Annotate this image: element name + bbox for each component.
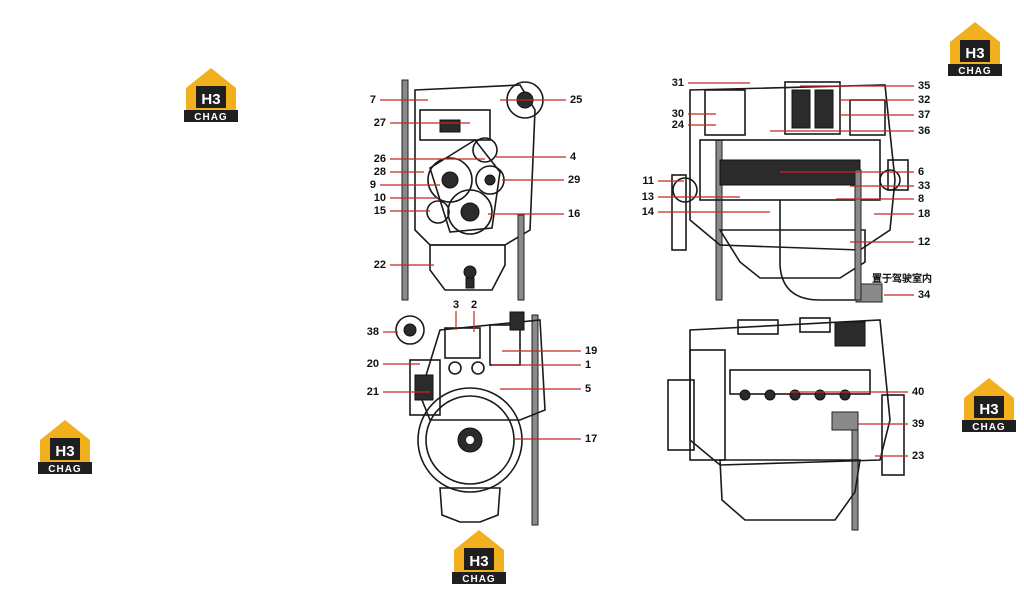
callout-label-front-28: 28 <box>374 166 386 178</box>
callout-label-right-18: 18 <box>918 208 930 220</box>
callout-label-right-34: 34 <box>918 289 931 301</box>
callout-label-front-29: 29 <box>568 174 580 186</box>
callout-label-right-8: 8 <box>918 193 924 205</box>
callout-label-right-35: 35 <box>918 80 930 92</box>
callout-label-right-36: 36 <box>918 125 930 137</box>
callout-label-right-24: 24 <box>672 119 685 131</box>
watermark-mark: H3 <box>55 443 74 460</box>
callout-label-right-30: 30 <box>672 108 684 120</box>
watermark-mark: H3 <box>979 401 998 418</box>
callout-label-rear-1: 1 <box>585 359 591 371</box>
callout-label-right-11: 11 <box>642 175 654 187</box>
callout-label-front-7: 7 <box>370 94 376 106</box>
watermark-word: CHAG <box>958 66 991 77</box>
callout-label-front-22: 22 <box>374 259 386 271</box>
callout-label-front-4: 4 <box>570 151 577 163</box>
rear-view-engine <box>395 311 546 526</box>
callout-label-rear-5: 5 <box>585 383 591 395</box>
callout-label-rear-3: 3 <box>453 299 459 311</box>
callout-label-right-14: 14 <box>642 206 655 218</box>
callout-label-right-33: 33 <box>918 180 930 192</box>
cab-location-note: 置于驾驶室内 <box>872 272 932 285</box>
callout-label-front-10: 10 <box>374 192 386 204</box>
watermark-mark: H3 <box>965 45 984 62</box>
callout-label-rear-21: 21 <box>367 386 379 398</box>
callout-label-left-23: 23 <box>912 450 924 462</box>
callout-label-left-39: 39 <box>912 418 924 430</box>
watermark-word: CHAG <box>972 422 1005 433</box>
callout-label-rear-2: 2 <box>471 299 477 311</box>
callout-label-left-40: 40 <box>912 386 924 398</box>
callout-label-right-6: 6 <box>918 166 924 178</box>
callout-label-right-31: 31 <box>672 77 684 89</box>
callout-label-right-13: 13 <box>642 191 654 203</box>
watermark-mark: H3 <box>201 91 220 108</box>
watermark-word: CHAG <box>48 464 81 475</box>
callout-label-front-16: 16 <box>568 208 580 220</box>
callout-label-rear-20: 20 <box>367 358 379 370</box>
front-view-engine <box>401 79 544 301</box>
watermark-word: CHAG <box>194 112 227 123</box>
callout-label-right-37: 37 <box>918 109 930 121</box>
callout-label-front-9: 9 <box>370 179 376 191</box>
callout-label-rear-38: 38 <box>367 326 379 338</box>
callout-label-rear-19: 19 <box>585 345 597 357</box>
watermark-mark: H3 <box>469 553 488 570</box>
watermark-word: CHAG <box>462 574 495 585</box>
callout-label-rear-17: 17 <box>585 433 597 445</box>
callout-label-front-26: 26 <box>374 153 386 165</box>
callout-label-front-27: 27 <box>374 117 386 129</box>
callout-label-right-12: 12 <box>918 236 930 248</box>
callout-label-front-15: 15 <box>374 205 386 217</box>
callout-label-front-25: 25 <box>570 94 582 106</box>
callout-label-right-32: 32 <box>918 94 930 106</box>
